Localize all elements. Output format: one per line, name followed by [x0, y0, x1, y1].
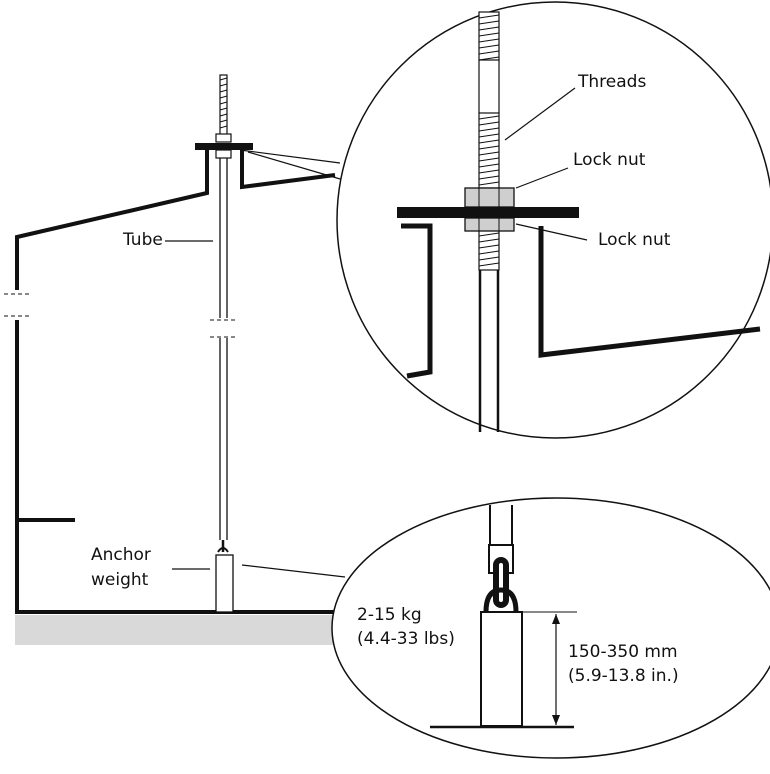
- leader-lines: [165, 149, 348, 578]
- wall-break-marks: [4, 293, 30, 317]
- label-tube: Tube: [123, 230, 163, 250]
- detail-circle-top: [336, 1, 770, 439]
- detail-threaded-rod: [478, 11, 500, 432]
- threaded-rod: [219, 74, 228, 136]
- label-threads: Threads: [578, 72, 647, 92]
- label-length-range-1: 150-350 mm: [568, 642, 678, 662]
- detail-eyelet: [493, 557, 509, 608]
- threads-leader: [504, 87, 576, 141]
- lock-nut-upper-leader: [515, 167, 569, 189]
- small-lock-nut-lower: [215, 149, 232, 159]
- ground: [15, 615, 345, 645]
- tank-outline: [15, 150, 345, 614]
- detail-ellipse-bottom: [331, 497, 770, 759]
- detail-flange: [397, 207, 579, 218]
- label-length-range-2: (5.9-13.8 in.): [568, 666, 679, 686]
- detail-anchor-weight: [480, 611, 523, 727]
- roof-flange: [195, 143, 253, 150]
- detail-nozzle-walls: [401, 223, 761, 379]
- label-lock-nut-upper: Lock nut: [573, 150, 646, 170]
- detail-shackle: [483, 587, 519, 613]
- anchor-weight: [215, 540, 234, 613]
- label-anchor-weight-2: weight: [91, 570, 149, 590]
- detail-lock-nut-lower: [464, 217, 515, 232]
- label-lock-nut-lower: Lock nut: [598, 230, 671, 250]
- label-anchor-weight-1: Anchor: [91, 545, 151, 565]
- label-weight-range-1: 2-15 kg: [357, 605, 422, 625]
- label-weight-range-2: (4.4-33 lbs): [357, 629, 455, 649]
- detail-bottom-contents: [430, 505, 577, 729]
- small-lock-nut-upper: [215, 133, 232, 143]
- lock-nut-lower-leader: [515, 223, 588, 241]
- detail-top-contents: [397, 11, 761, 432]
- detail-lock-nut-upper: [464, 187, 515, 208]
- tube: [210, 158, 238, 540]
